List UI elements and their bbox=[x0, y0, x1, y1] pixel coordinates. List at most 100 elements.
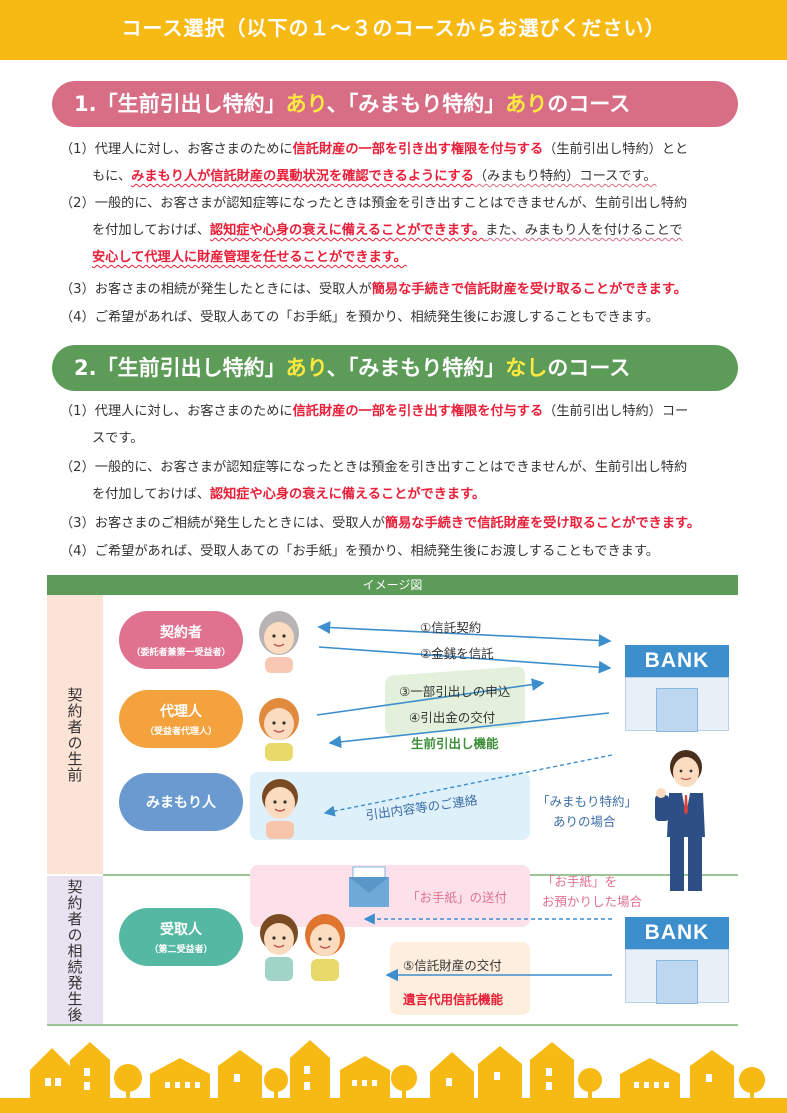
arrow-entrust-money bbox=[318, 646, 612, 674]
course1-item3: （3）お客さまの相続が発生したときには、受取人が簡易な手続きで信託財産を受け取る… bbox=[60, 276, 687, 303]
bank-label: BANK bbox=[625, 917, 729, 949]
label-trust-deliver: ⑤信託財産の交付 bbox=[403, 958, 502, 973]
watcher-panel bbox=[250, 772, 530, 840]
text: （みまもり特約）コースです。 bbox=[473, 169, 657, 184]
role-sub: （第二受益者） bbox=[149, 945, 213, 955]
role-recipient: 受取人 （第二受益者） bbox=[119, 908, 243, 966]
label-feature2: 遺言代用信託機能 bbox=[403, 992, 504, 1007]
text: ご希望があれば、受取人あての「お手紙」を預かり、相続発生後にお渡しすることもでき… bbox=[94, 310, 659, 325]
diagram-bottom-line bbox=[47, 1024, 738, 1026]
text: 代理人に対し、お客さまのために bbox=[94, 142, 293, 157]
woman-agent-icon bbox=[259, 698, 299, 761]
side-text-lifetime: 契約者の生前 bbox=[65, 686, 84, 783]
label-watch-case2: ありの場合 bbox=[553, 814, 616, 829]
man-watcher-icon bbox=[262, 779, 298, 839]
item-number: （3） bbox=[60, 516, 95, 531]
course1-banner-a1: あり bbox=[285, 92, 327, 116]
label-watch-case1: 「みまもり特約」 bbox=[537, 794, 638, 809]
course2-item2: （2）一般的に、お客さまが認知症等になったときは預金を引き出すことはできませんが… bbox=[60, 454, 687, 508]
course1-banner-a2: あり bbox=[505, 92, 548, 116]
item-number: （2） bbox=[60, 196, 95, 211]
course2-item4: （4）ご希望があれば、受取人あての「お手紙」を預かり、相続発生後にお渡しすること… bbox=[60, 538, 659, 565]
elderly-woman-icon bbox=[259, 611, 299, 673]
course1-banner: 1.「生前引出し特約」あり、「みまもり特約」ありのコース bbox=[52, 81, 738, 127]
text: また、みまもり人を付けることで bbox=[485, 223, 683, 238]
course1-item4: （4）ご希望があれば、受取人あての「お手紙」を預かり、相続発生後にお渡しすること… bbox=[60, 304, 659, 331]
course1-item2: （2）一般的に、お客さまが認知症等になったときは預金を引き出すことはできませんが… bbox=[60, 190, 687, 271]
diagram-title: イメージ図 bbox=[47, 575, 738, 595]
role-sub: （受益者代理人） bbox=[144, 727, 217, 737]
label-letter-case2: お預かりした場合 bbox=[542, 894, 643, 909]
side-label-after-death: 契約者の相続発生後 bbox=[47, 876, 103, 1025]
highlight: みまもり人が信託財産の異動状況を確認できるようにする bbox=[131, 169, 474, 184]
text: もに、 bbox=[92, 169, 132, 184]
header-bar: コース選択（以下の１～３のコースからお選びください） bbox=[0, 0, 787, 60]
highlight: 簡易な手続きで信託財産を受け取ることができます。 bbox=[384, 516, 701, 531]
role-title: 契約者 bbox=[160, 625, 202, 641]
item-number: （2） bbox=[60, 460, 95, 475]
highlight: 安心して代理人に財産管理を任せることができます。 bbox=[92, 250, 407, 265]
course1-item1: （1）代理人に対し、お客さまのために信託財産の一部を引き出す権限を付与する（生前… bbox=[60, 136, 688, 190]
text: 一般的に、お客さまが認知症等になったときは預金を引き出すことはできませんが、生前… bbox=[94, 196, 688, 211]
label-trust-contract: ①信託契約 bbox=[420, 620, 482, 635]
recipient-man-icon bbox=[260, 914, 298, 981]
arrow-withdraw-request bbox=[316, 678, 545, 716]
item-number: （4） bbox=[60, 544, 95, 559]
side-text-after-death: 契約者の相続発生後 bbox=[65, 878, 84, 1023]
text: スです。 bbox=[92, 431, 144, 446]
businessman-icon bbox=[655, 750, 705, 891]
label-feature1: 生前引出し機能 bbox=[411, 736, 499, 751]
role-watcher: みまもり人 bbox=[119, 773, 243, 831]
bank-icon-bottom: BANK bbox=[625, 917, 729, 1004]
text: お客さまの相続が発生したときには、受取人が bbox=[94, 282, 372, 297]
highlight: 信託財産の一部を引き出す権限を付与する bbox=[292, 142, 544, 157]
label-letter-case1: 「お手紙」を bbox=[542, 874, 618, 889]
text: 代理人に対し、お客さまのために bbox=[94, 404, 293, 419]
role-title: みまもり人 bbox=[146, 795, 216, 811]
text: ご希望があれば、受取人あての「お手紙」を預かり、相続発生後にお渡しすることもでき… bbox=[94, 544, 659, 559]
letter-panel bbox=[250, 865, 530, 927]
image-diagram: イメージ図 契約者の生前 契約者の相続発生後 契約者 （委託者兼第一受益者） 代… bbox=[47, 575, 738, 1026]
bank-icon-top: BANK bbox=[625, 645, 729, 732]
course2-banner-mid: 、「みまもり特約」 bbox=[326, 356, 506, 380]
course1-banner-mid: 、「みまもり特約」 bbox=[326, 92, 506, 116]
highlight: 認知症や心身の衰えに備えることができます。 bbox=[209, 487, 486, 502]
role-title: 受取人 bbox=[160, 922, 202, 938]
arrow-trust-contract bbox=[317, 621, 612, 647]
item-number: （3） bbox=[60, 282, 95, 297]
text: を付加しておけば、 bbox=[92, 223, 210, 238]
course2-banner: 2.「生前引出し特約」あり、「みまもり特約」なしのコース bbox=[52, 345, 738, 391]
highlight: 認知症や心身の衰えに備えることができます。 bbox=[209, 223, 486, 238]
text: を付加しておけば、 bbox=[92, 487, 210, 502]
course2-item3: （3）お客さまのご相続が発生したときには、受取人が簡易な手続きで信託財産を受け取… bbox=[60, 510, 700, 537]
role-title: 代理人 bbox=[160, 704, 202, 720]
text: 一般的に、お客さまが認知症等になったときは預金を引き出すことはできませんが、生前… bbox=[94, 460, 688, 475]
feature2-panel bbox=[390, 942, 530, 1015]
town-decoration bbox=[0, 1040, 787, 1113]
highlight: 簡易な手続きで信託財産を受け取ることができます。 bbox=[371, 282, 687, 297]
text: （生前引出し特約）コー bbox=[543, 404, 689, 419]
role-sub: （委託者兼第一受益者） bbox=[131, 648, 231, 658]
label-letter-send: 「お手紙」の送付 bbox=[407, 890, 508, 905]
side-label-lifetime: 契約者の生前 bbox=[47, 595, 103, 874]
arrow-withdraw-deliver bbox=[328, 712, 610, 749]
bank-label: BANK bbox=[625, 645, 729, 677]
page-title: コース選択（以下の１～３のコースからお選びください） bbox=[121, 16, 666, 40]
text: お客さまのご相続が発生したときには、受取人が bbox=[94, 516, 385, 531]
course2-item1: （1）代理人に対し、お客さまのために信託財産の一部を引き出す権限を付与する（生前… bbox=[60, 398, 688, 452]
role-agent: 代理人 （受益者代理人） bbox=[119, 690, 243, 748]
role-contractor: 契約者 （委託者兼第一受益者） bbox=[119, 611, 243, 669]
label-withdraw-request: ③一部引出しの申込 bbox=[399, 684, 511, 699]
diagram-arrows bbox=[316, 621, 613, 982]
label-entrust-money: ②金銭を信託 bbox=[420, 646, 494, 661]
highlight: 信託財産の一部を引き出す権限を付与する bbox=[292, 404, 544, 419]
course2-banner-a1: あり bbox=[285, 356, 327, 380]
label-withdraw-deliver: ④引出金の交付 bbox=[409, 710, 496, 725]
course1-banner-prefix: 1.「生前引出し特約」 bbox=[74, 92, 286, 116]
course2-banner-prefix: 2.「生前引出し特約」 bbox=[74, 356, 286, 380]
course2-banner-a2: なし bbox=[505, 356, 548, 380]
course1-banner-suffix: のコース bbox=[547, 92, 631, 116]
bank-building bbox=[625, 677, 729, 732]
envelope-icon bbox=[349, 866, 389, 907]
item-number: （1） bbox=[60, 404, 95, 419]
